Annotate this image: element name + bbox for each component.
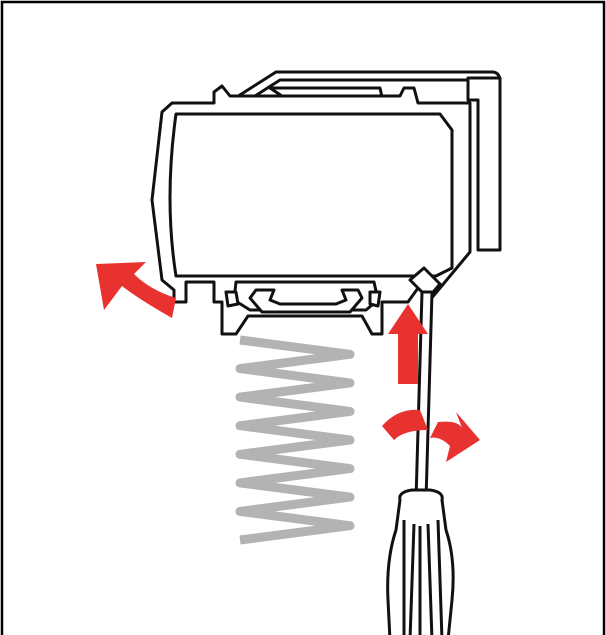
rail-channel-inner (248, 288, 364, 314)
housing-side-cover (466, 76, 502, 252)
rail-hook-left (224, 290, 240, 308)
screwdriver-icon (386, 290, 455, 635)
rotate-arrow-icon (382, 409, 480, 462)
housing-body-inner (168, 112, 454, 278)
arrows (96, 262, 480, 462)
rail-hook-right (368, 290, 382, 308)
din-rail-device-housing-icon (150, 70, 502, 336)
spring-icon (235, 335, 355, 545)
screwdriver-grip-lines (402, 519, 444, 635)
up-arrow-icon (388, 304, 428, 384)
curved-arrow-icon (96, 262, 176, 318)
